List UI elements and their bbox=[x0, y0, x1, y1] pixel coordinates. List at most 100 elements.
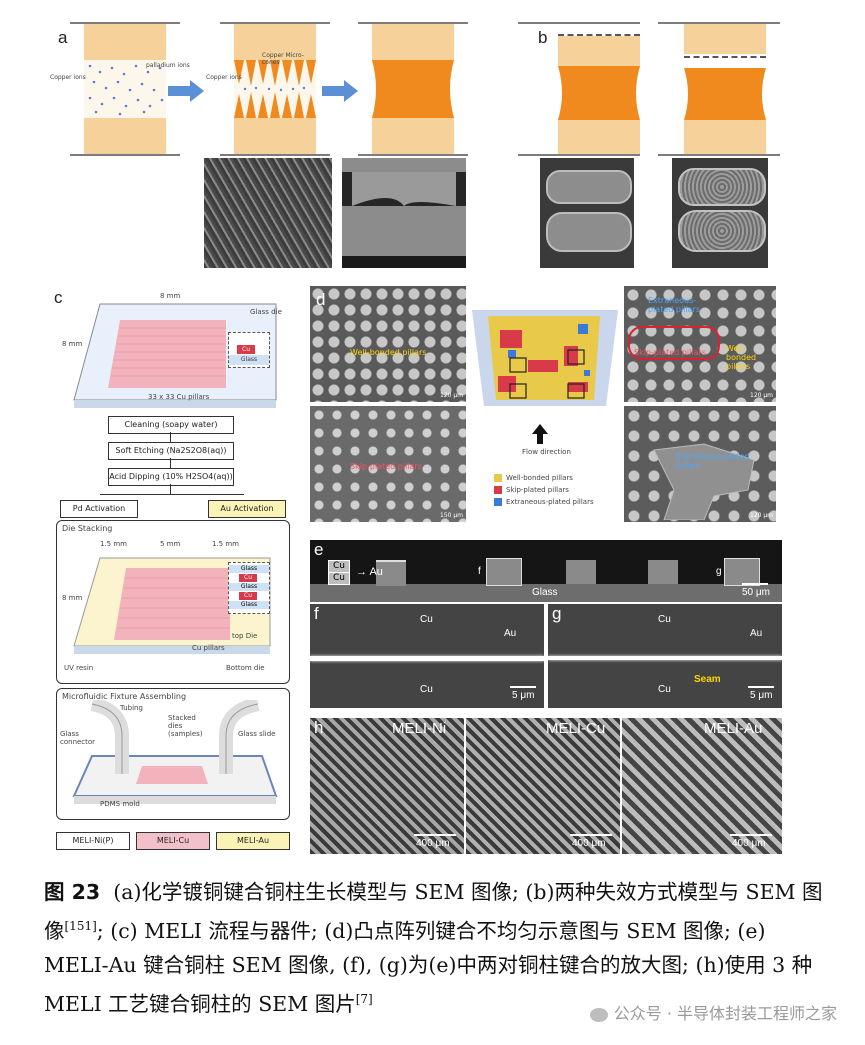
scale-bar: 150 μm bbox=[440, 512, 464, 519]
copper-ions-label: Copper ions bbox=[50, 74, 86, 81]
dim-label: 5 mm bbox=[160, 540, 181, 548]
seam-label: Seam bbox=[694, 674, 721, 685]
sem-image-meli-cu bbox=[466, 718, 620, 854]
sem-image-meli-au bbox=[622, 718, 782, 854]
sem-image-failure-2 bbox=[672, 158, 768, 268]
bottom-plate bbox=[518, 154, 640, 156]
scale-bar: 400 μm bbox=[416, 838, 450, 849]
panel-a-label: a bbox=[58, 28, 68, 47]
step-acid-dipping: Acid Dipping (10% H2SO4(aq)) bbox=[108, 468, 234, 486]
panel-f-label: f bbox=[314, 604, 319, 623]
dim-label: 1.5 mm bbox=[212, 540, 239, 548]
stack-inset: Glass Cu Glass Cu Glass bbox=[228, 562, 270, 614]
caption-ref-1: [151] bbox=[64, 919, 97, 933]
glass-die-label: Glass die bbox=[250, 308, 282, 316]
extraneous-label-2: Extraneous-plated pillars bbox=[676, 452, 750, 470]
bottom-plate bbox=[358, 154, 468, 156]
scale-bar: 400 μm bbox=[732, 838, 766, 849]
meli-au-title: MELI-Au bbox=[704, 720, 763, 737]
bottom-plate bbox=[220, 154, 330, 156]
dim-label: 8 mm bbox=[62, 594, 83, 602]
sem-image-mixed bbox=[624, 286, 776, 402]
au-label: Au bbox=[750, 628, 763, 639]
scale-bar: 400 μm bbox=[572, 838, 606, 849]
stacked-dies-label: Stacked dies (samples) bbox=[168, 714, 203, 738]
panel-g-label: g bbox=[552, 604, 562, 623]
microfluidic-fixture bbox=[72, 700, 278, 804]
bonded-copper bbox=[684, 68, 766, 120]
watermark-text: 公众号 · 半导体封装工程师之家 bbox=[613, 1004, 837, 1023]
top-pillar bbox=[234, 24, 316, 60]
bonded-copper bbox=[558, 66, 640, 120]
caption-ref-2: [7] bbox=[355, 991, 373, 1006]
well-bonded-label-2: Well-bonded pillars bbox=[726, 344, 757, 371]
sem-image-microcones bbox=[204, 158, 332, 268]
scale-bar-line bbox=[510, 686, 536, 688]
arrow-icon bbox=[168, 80, 204, 102]
top-pillar bbox=[558, 36, 640, 66]
cu-top-schematic: Cu bbox=[328, 560, 350, 573]
sem-image-meli-au-row bbox=[310, 540, 782, 602]
output-meli-au: MELI-Au bbox=[216, 832, 290, 850]
ref-g: g bbox=[716, 566, 722, 577]
sem-image-g bbox=[548, 604, 782, 708]
die-height-label: 8 mm bbox=[62, 340, 83, 348]
sem-image-extraneous bbox=[624, 406, 776, 522]
sem-image-failure-1 bbox=[540, 158, 634, 268]
ion-dots bbox=[88, 64, 164, 116]
die-stacking-box bbox=[56, 520, 290, 684]
bottom-pillar bbox=[234, 118, 316, 154]
panel-d-label: d bbox=[316, 290, 326, 309]
legend-well-bonded: Well-bonded pillars bbox=[506, 474, 573, 482]
copper-microcones-label: Copper Micro-cones bbox=[262, 52, 304, 66]
extraneous-label: Extraneous-plated pillars bbox=[648, 296, 700, 314]
step-pd-activation: Pd Activation bbox=[60, 500, 138, 518]
dashed-line bbox=[558, 34, 640, 36]
bottom-pillar bbox=[558, 120, 640, 154]
au-label: Au bbox=[369, 566, 383, 578]
scale-bar-line bbox=[748, 686, 774, 688]
step-soft-etching: Soft Etching (Na2S2O8(aq)) bbox=[108, 442, 234, 460]
top-pillar bbox=[84, 24, 166, 60]
meli-ni-title: MELI-Ni bbox=[392, 720, 447, 737]
cu-layer: Cu bbox=[239, 574, 257, 582]
die-stacking-title: Die Stacking bbox=[62, 524, 113, 533]
cu-bottom-schematic: Cu bbox=[328, 572, 350, 585]
skip-plated-label-2: Skip-plated pillars bbox=[634, 348, 706, 357]
glass-layer: Glass bbox=[229, 583, 269, 591]
bottom-plate bbox=[658, 154, 780, 156]
copper-ions-label-2: Copper ions bbox=[206, 74, 242, 81]
scale-bar: 5 μm bbox=[750, 690, 773, 701]
figure-caption: 图 23 (a)化学镀铜键合铜柱生长模型与 SEM 图像; (b)两种失效方式模… bbox=[44, 875, 824, 1021]
top-pillar bbox=[684, 24, 766, 54]
watermark: 公众号 · 半导体封装工程师之家 bbox=[589, 1000, 837, 1024]
flow-connector bbox=[170, 432, 171, 442]
top-plate bbox=[658, 22, 780, 24]
scale-bar: 50 μm bbox=[742, 587, 770, 598]
bottom-pillar bbox=[84, 118, 166, 154]
microcones bbox=[234, 60, 316, 118]
glass-die-diagram bbox=[73, 303, 277, 408]
palladium-ions-label: palladium ions bbox=[146, 62, 190, 69]
top-pillar bbox=[372, 24, 454, 60]
cu-bottom-label: Cu bbox=[658, 684, 671, 695]
top-plate bbox=[358, 22, 468, 24]
uv-resin-label: UV resin bbox=[64, 664, 94, 672]
glass-layer: Glass bbox=[229, 565, 269, 573]
glass-connector-label: Glass connector bbox=[60, 730, 96, 746]
scale-bar: 120 μm bbox=[750, 392, 774, 399]
bottom-pillar bbox=[684, 120, 766, 154]
panel-c-label: c bbox=[54, 288, 63, 307]
well-bonded-label: Well-bonded pillars bbox=[350, 348, 427, 357]
glass-label: Glass bbox=[532, 587, 558, 598]
glass-block: Glass bbox=[229, 355, 269, 365]
bottom-plate bbox=[70, 154, 180, 156]
bonded-copper bbox=[372, 60, 454, 118]
ref-f: f bbox=[478, 566, 481, 577]
die-width-label: 8 mm bbox=[160, 292, 181, 300]
cu-bottom-label: Cu bbox=[420, 684, 433, 695]
top-plate bbox=[70, 22, 180, 24]
sem-image-bonded bbox=[342, 158, 466, 268]
pillars-label: 33 x 33 Cu pillars bbox=[148, 393, 210, 401]
flow-direction-label: Flow direction bbox=[522, 448, 571, 456]
